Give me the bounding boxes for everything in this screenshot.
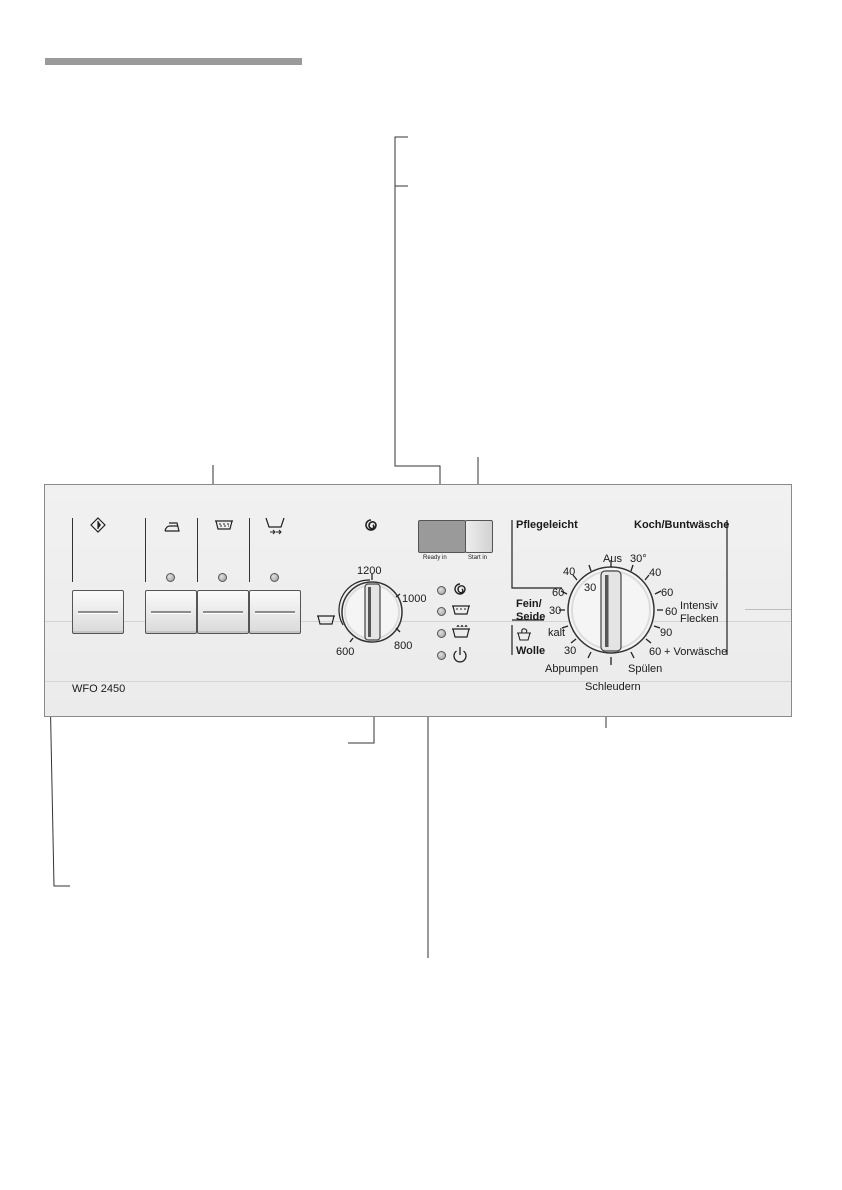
iron-led [166,573,175,582]
rinse-status-led [437,629,446,638]
separator [249,518,250,582]
wolle-kalt-label: kalt [548,627,566,639]
spin-status-led [437,586,446,595]
right-temp-60a: 60 [661,587,674,599]
wool-hand-icon [517,628,531,641]
intensiv-label: Intensiv [680,600,718,612]
wolle-label: Wolle [516,645,546,657]
rinse-hold-button[interactable] [249,590,301,634]
schleudern-label: Schleudern [585,681,641,693]
left-temp-60: 60 [552,587,565,599]
start-in-button[interactable] [465,520,493,553]
separator [197,518,198,582]
time-display [418,520,466,553]
right-temp-60b: 60 [665,606,678,618]
rinse-hold-icon [265,517,285,535]
panel-edge [45,681,791,682]
prewash-tub-icon [215,520,233,530]
spin-speed-knob[interactable] [310,560,420,670]
spin-icon [365,519,377,531]
fein-seide-label: Fein/ Seide [516,598,546,623]
left-temp-30: 30 [584,582,597,594]
ready-in-label: Ready in [423,555,447,561]
right-temp-60c: 60 [649,646,662,658]
panel-line-right [745,609,791,610]
start-in-label: Start in [468,555,488,561]
rinse-status-icon [452,625,470,638]
spin-1000-label: 1000 [402,593,427,605]
left-temp-40: 40 [563,566,576,578]
model-label: WFO 2450 [72,683,126,695]
panel-groove [45,621,791,622]
flecken-label: Flecken [680,613,719,625]
end-status-led [437,651,446,660]
wolle-temp-30: 30 [564,645,577,657]
easy-iron-button[interactable] [145,590,197,634]
spin-800-label: 800 [394,640,413,652]
abpumpen-label: Abpumpen [545,663,599,675]
koch-buntwaesche-label: Koch/Buntwäsche [634,519,730,531]
right-temp-40: 40 [649,567,662,579]
start-pause-icon [90,517,106,533]
power-icon [453,647,467,663]
start-pause-button[interactable] [72,590,124,634]
wash-status-led [437,607,446,616]
separator [145,518,146,582]
spin-1200-label: 1200 [357,565,382,577]
vorwaesche-label: + Vorwäsche [664,646,728,658]
section-header-bar [45,58,302,65]
prewash-button[interactable] [197,590,249,634]
right-temp-30: 30° [630,553,647,565]
program-dial-frame [511,520,728,665]
aus-label: Aus [603,553,622,565]
prewash-led [218,573,227,582]
rinse-hold-led [270,573,279,582]
spin-status-icon [454,583,466,595]
fein-temp-30: 30 [549,605,562,617]
right-temp-90: 90 [660,627,673,639]
spuelen-label: Spülen [628,663,663,675]
separator [72,518,73,582]
pflegeleicht-label: Pflegeleicht [516,519,578,531]
rinse-tub-icon [317,615,335,625]
wash-status-icon [452,605,470,615]
iron-icon [164,522,180,532]
spin-600-label: 600 [336,646,355,658]
